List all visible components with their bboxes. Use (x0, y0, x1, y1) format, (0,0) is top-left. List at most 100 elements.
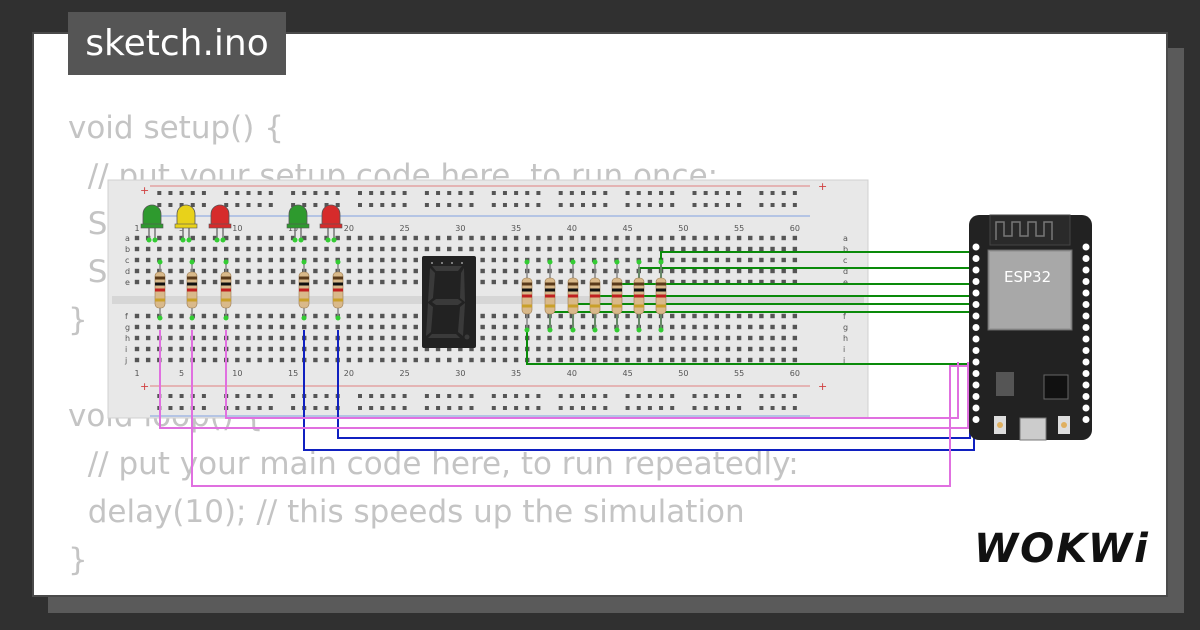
row-label: d (125, 267, 130, 276)
esp32-pin (972, 255, 980, 262)
column-label: 10 (232, 224, 242, 233)
resistors[interactable] (154, 259, 667, 333)
esp32-pin (1082, 289, 1090, 297)
esp32-pin (1082, 266, 1090, 274)
esp32-pin (972, 416, 980, 423)
row-label: h (125, 334, 130, 343)
column-label: 35 (511, 369, 521, 378)
resistor (521, 259, 533, 333)
breadboard-labels: 1155101015152020252530303535404045455050… (124, 224, 848, 378)
led (208, 204, 232, 243)
esp32-pin (1082, 312, 1090, 320)
column-label: 45 (623, 369, 633, 378)
esp32-pin (972, 301, 980, 308)
esp32-label: ESP32 (1004, 268, 1051, 286)
code-editor[interactable]: void setup() { // put your setup code he… (68, 104, 1128, 584)
resistor (186, 259, 198, 321)
file-tab[interactable]: sketch.ino (68, 12, 286, 75)
esp32-pin (972, 312, 980, 320)
wire-pink (225, 330, 959, 419)
wokwi-logo: WOKWi (974, 526, 1150, 572)
wire-pink (159, 330, 969, 429)
column-label: 50 (678, 369, 688, 378)
seven-segment-display[interactable] (422, 256, 476, 348)
column-label: 20 (344, 369, 354, 378)
row-label: a (843, 234, 848, 243)
led (286, 204, 310, 243)
column-label: 1 (134, 369, 139, 378)
code-line: delay(10); // this speeds up the simulat… (68, 494, 745, 530)
esp32-pin (972, 347, 980, 354)
esp32-pin (972, 358, 980, 366)
resistor (567, 259, 579, 333)
leds[interactable] (140, 204, 343, 243)
code-line: void setup() { (68, 110, 284, 146)
row-label: e (125, 278, 130, 287)
row-label: g (843, 323, 848, 332)
column-label: 50 (678, 224, 688, 233)
esp32-board[interactable]: ESP32 (969, 214, 1092, 441)
row-label: e (843, 278, 848, 287)
esp32-pin (1082, 381, 1090, 389)
resistor (589, 259, 601, 333)
row-label: d (843, 267, 848, 276)
code-line: } (68, 302, 88, 338)
resistor (611, 259, 623, 333)
esp32-pin (1082, 347, 1090, 354)
led (319, 204, 343, 243)
column-label: 30 (455, 224, 465, 233)
row-label: c (843, 256, 847, 265)
esp32-pin (1082, 335, 1090, 343)
row-label: f (125, 312, 128, 321)
esp32-pin (972, 324, 980, 331)
rail-plus-label: + (818, 380, 827, 393)
column-label: 25 (400, 224, 410, 233)
column-label: 30 (455, 369, 465, 378)
row-label: j (124, 356, 127, 365)
rail-plus-label: + (818, 180, 827, 193)
esp32-pin (972, 370, 980, 377)
resistor (633, 259, 645, 333)
esp32-pins[interactable] (972, 243, 1090, 424)
column-label: 55 (734, 369, 744, 378)
led (140, 204, 164, 243)
wire-pink (191, 330, 976, 487)
led (174, 204, 198, 243)
column-label: 15 (288, 369, 298, 378)
esp32-pin (1082, 370, 1090, 377)
esp32-pin (972, 278, 980, 285)
esp32-pin (1082, 255, 1090, 262)
esp32-pin (1082, 278, 1090, 285)
row-label: g (125, 323, 130, 332)
row-label: j (842, 356, 845, 365)
row-label: a (125, 234, 130, 243)
column-label: 10 (232, 369, 242, 378)
breadboard-channel (112, 296, 864, 304)
column-label: 20 (344, 224, 354, 233)
column-label: 35 (511, 224, 521, 233)
column-label: 60 (790, 224, 800, 233)
esp32-pin (972, 404, 980, 412)
esp32-pin (1082, 324, 1090, 331)
column-label: 40 (567, 369, 577, 378)
row-label: f (843, 312, 846, 321)
rail-plus-label: + (140, 380, 149, 393)
esp32-pin (972, 243, 980, 251)
column-label: 25 (400, 369, 410, 378)
esp32-pin (1082, 301, 1090, 308)
row-label: b (843, 245, 848, 254)
esp32-pin (1082, 358, 1090, 366)
row-label: i (125, 345, 127, 354)
column-label: 40 (567, 224, 577, 233)
column-label: 15 (288, 224, 298, 233)
resistor (332, 259, 344, 321)
esp32-pin (972, 335, 980, 343)
resistor (154, 259, 166, 321)
column-label: 60 (790, 369, 800, 378)
resistor (220, 259, 232, 321)
resistor (544, 259, 556, 333)
esp32-pin (1082, 404, 1090, 412)
row-label: h (843, 334, 848, 343)
rail-plus-label: + (140, 184, 149, 197)
